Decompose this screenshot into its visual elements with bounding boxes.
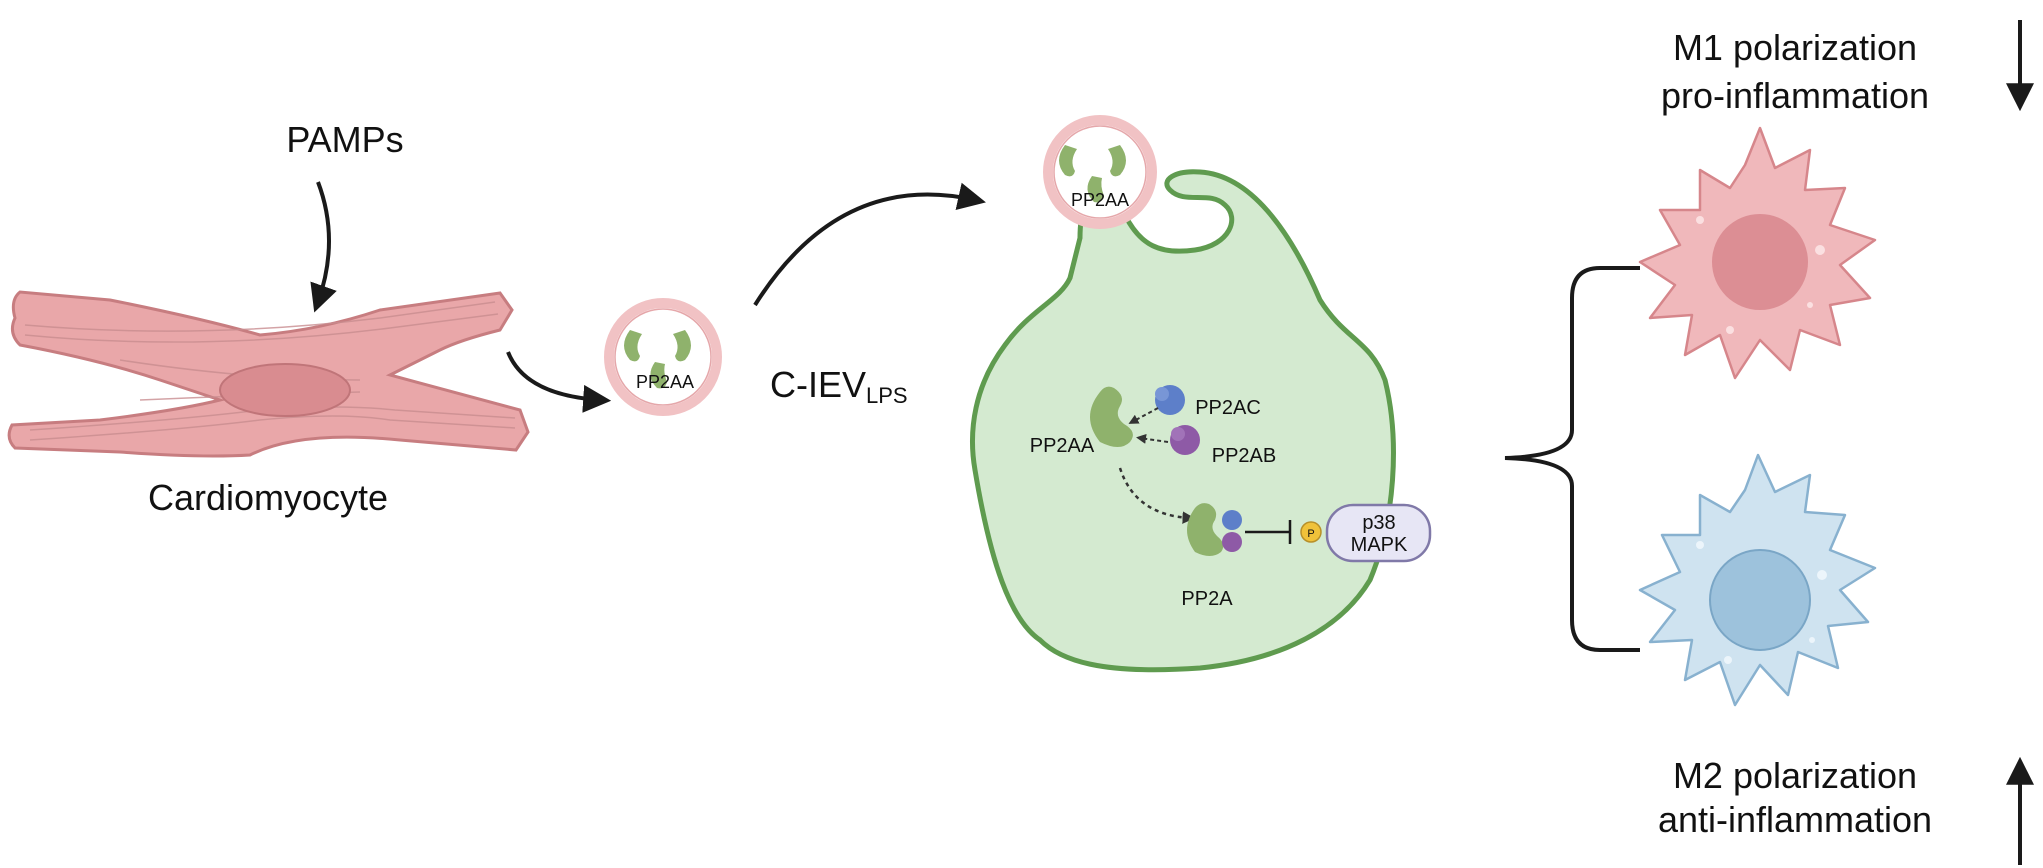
m1-proinflammation-label: pro-inflammation <box>1661 75 1929 116</box>
inhibition-line <box>1245 520 1292 544</box>
vesicle-left <box>604 298 722 416</box>
ciev-label: C-IEVLPS <box>770 364 908 408</box>
ciev-main: C-IEV <box>770 364 866 405</box>
cardiomyocyte-label: Cardiomyocyte <box>148 477 388 518</box>
p38-mapk-box <box>1325 503 1432 563</box>
secretion-arrow <box>506 351 612 413</box>
pp2ab-binding-arrow <box>1136 433 1169 444</box>
vesicle-left-label: PP2AA <box>636 372 694 392</box>
pp2a-label: PP2A <box>1181 588 1233 610</box>
pp2ab-label: PP2AB <box>1212 445 1276 467</box>
pp2ac-label: PP2AC <box>1195 397 1261 419</box>
cardiomyocyte-cell <box>7 290 530 458</box>
pamps-arrow <box>310 181 337 313</box>
ciev-sub: LPS <box>866 383 908 408</box>
phospho-icon <box>1300 521 1322 543</box>
m2-antiinflammation-label: anti-inflammation <box>1658 799 1932 840</box>
uptake-arrow <box>753 182 986 307</box>
polarization-brace <box>1504 266 1640 652</box>
vesicle-top <box>1043 115 1157 229</box>
phospho-label: P <box>1307 528 1314 540</box>
pp2ab-subunit <box>1170 425 1200 455</box>
vesicle-top-label: PP2AA <box>1071 190 1129 210</box>
cardiomyocyte-nucleus <box>219 363 351 417</box>
m1-polarization-label: M1 polarization <box>1673 27 1917 68</box>
pp2ac-binding-arrow <box>1128 407 1159 424</box>
assembly-arrow <box>1118 467 1195 524</box>
macrophage-cell <box>970 169 1396 673</box>
pp2aa-label: PP2AA <box>1030 435 1095 457</box>
p38-label: p38 <box>1362 512 1395 534</box>
pp2a-complex <box>1187 503 1242 556</box>
pamps-label: PAMPs <box>286 119 403 160</box>
m2-polarization-label: M2 polarization <box>1673 755 1917 796</box>
pp2ac-subunit <box>1155 385 1185 415</box>
m2-macrophage <box>1638 453 1877 707</box>
mapk-label: MAPK <box>1351 534 1408 556</box>
m1-macrophage <box>1638 126 1877 380</box>
pp2aa-protein <box>1090 386 1133 447</box>
